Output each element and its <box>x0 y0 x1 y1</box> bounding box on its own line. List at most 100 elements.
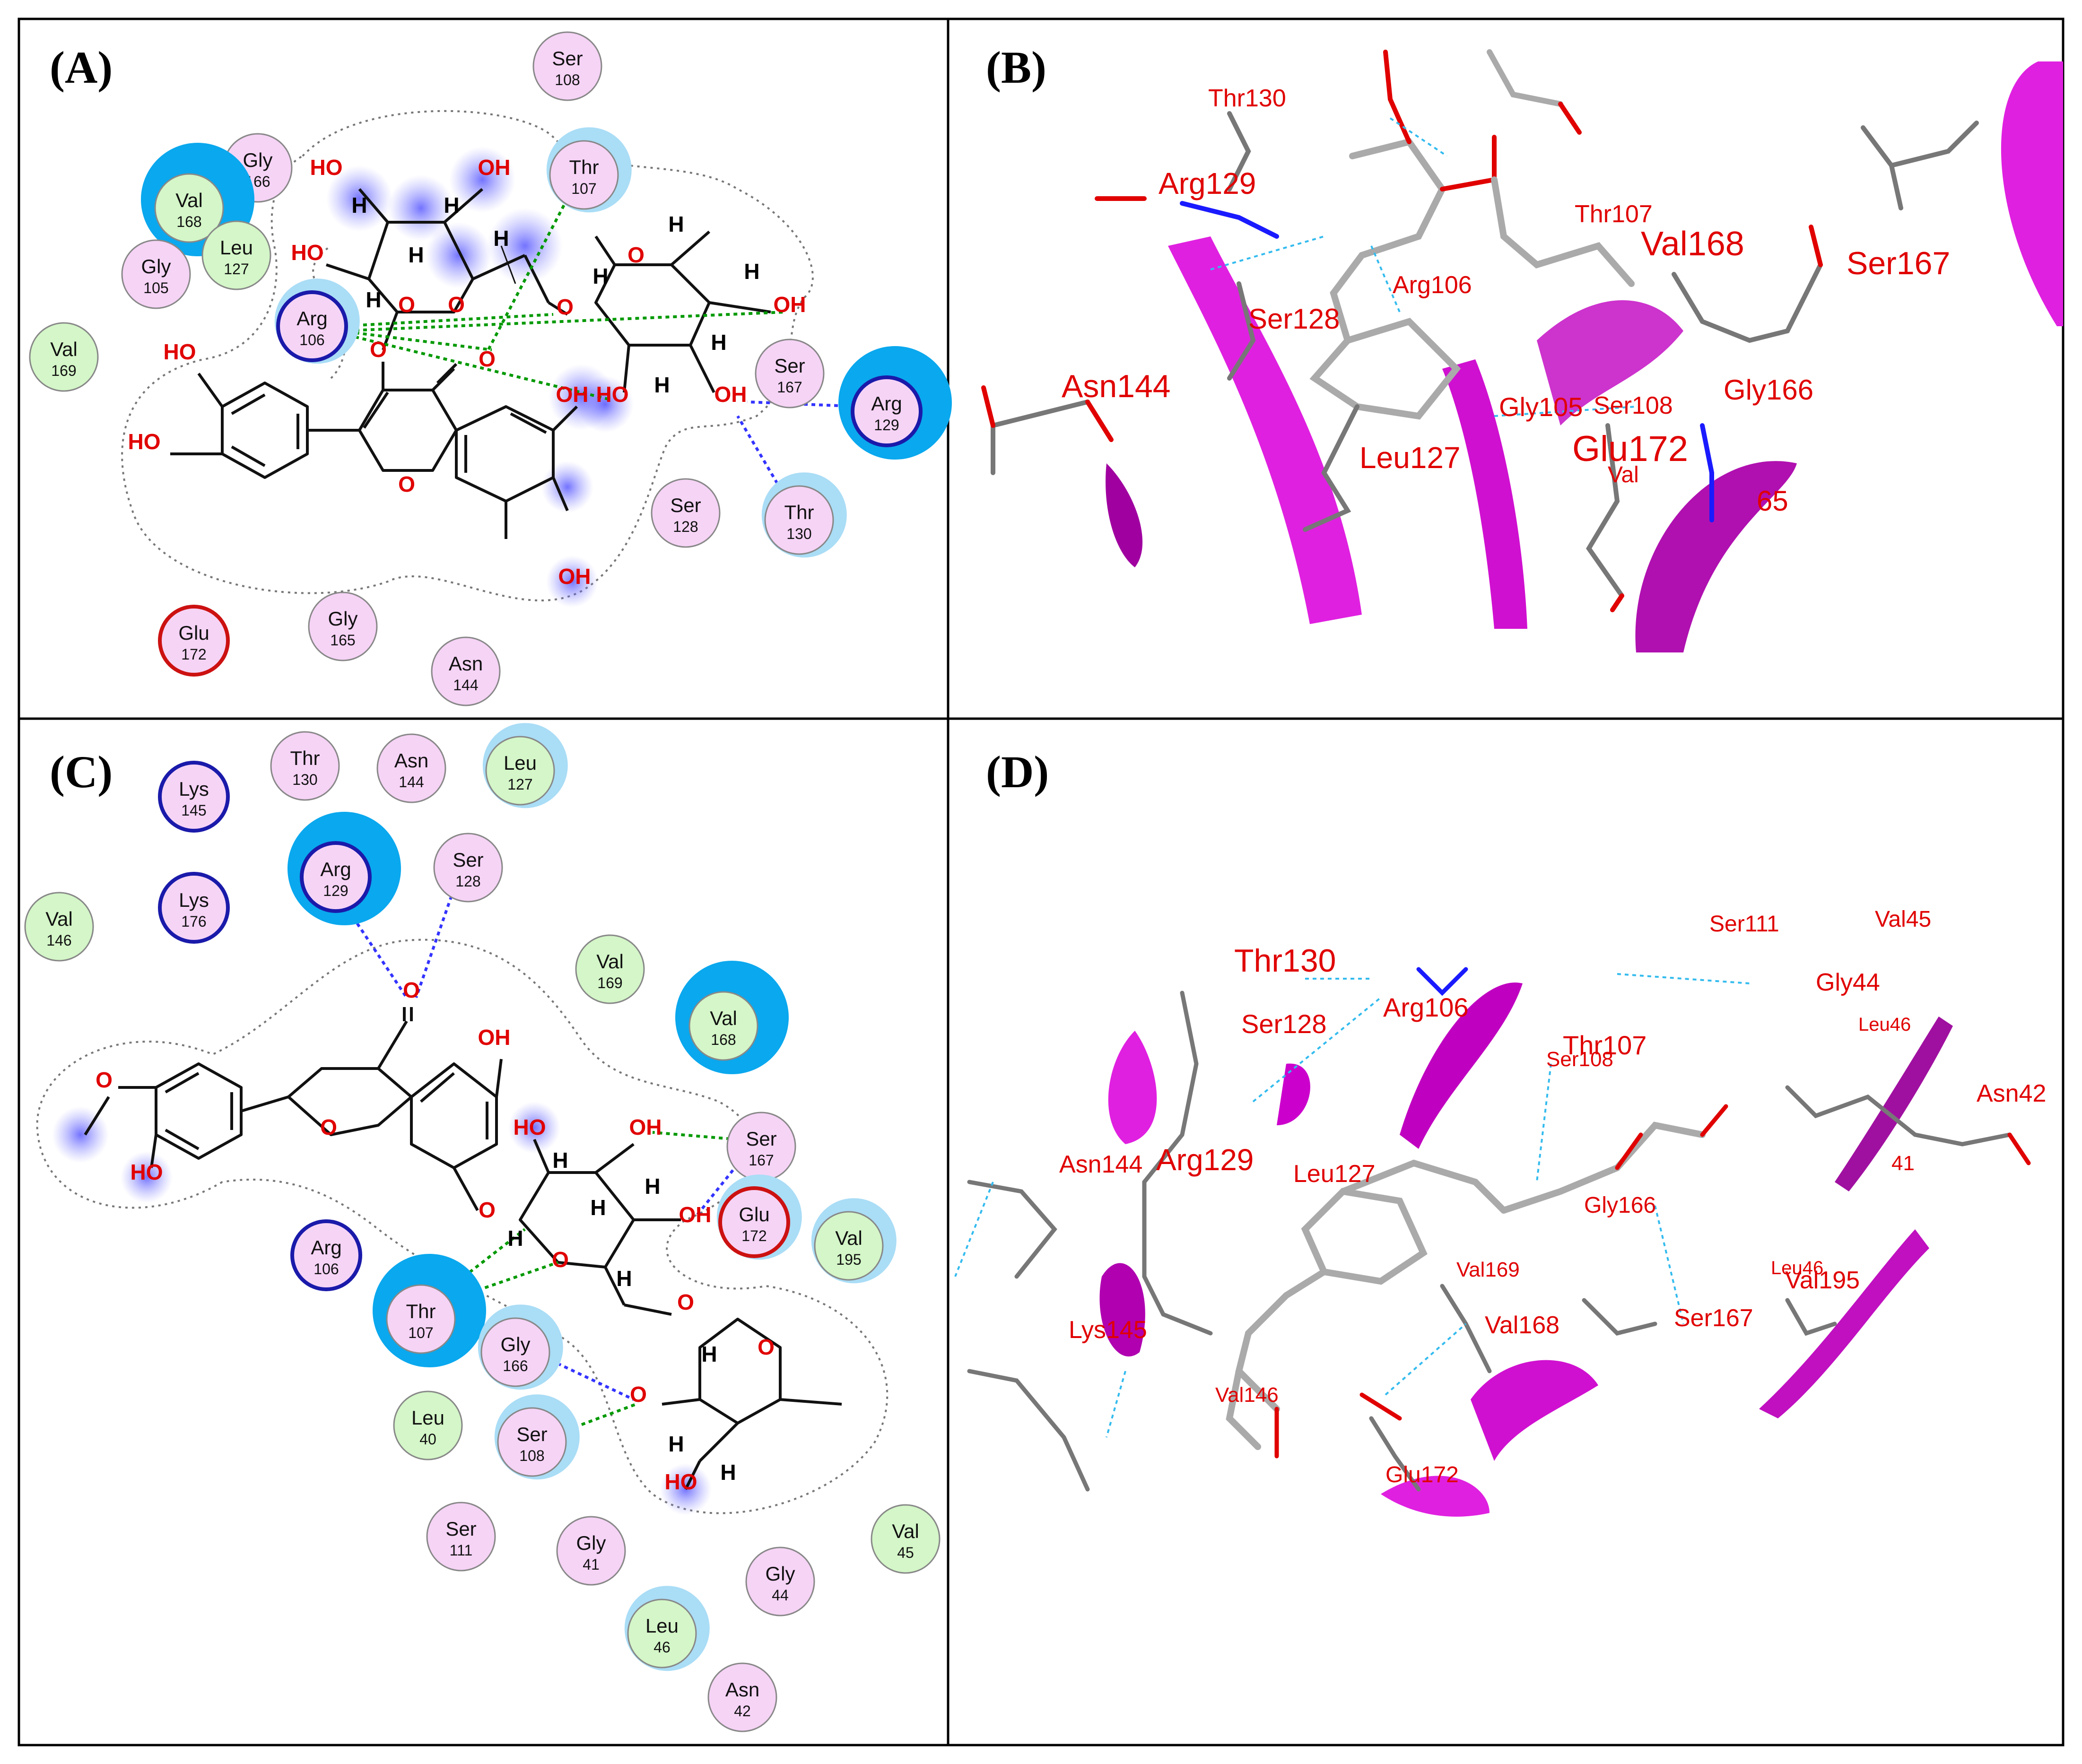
residue-number: 127 <box>224 261 249 278</box>
residue-number: 128 <box>455 873 480 890</box>
residue-number: 167 <box>749 1152 774 1169</box>
residue-number: 105 <box>143 279 168 296</box>
residue-disc <box>158 872 230 944</box>
pocket-outline <box>121 110 814 601</box>
residue-number: 111 <box>450 1542 473 1559</box>
ribbon-helix-d3 <box>1400 982 1523 1149</box>
residue-label-3d: Thr107 <box>1575 200 1653 228</box>
residue-label-3d: Ser167 <box>1674 1304 1753 1332</box>
atom-label: OH <box>629 1115 662 1139</box>
residue-name: Ser <box>552 47 583 70</box>
residue-ser-128: Ser128 <box>651 478 721 548</box>
hydrogen-label: H <box>616 1266 632 1291</box>
residue-ser-108: Ser108 <box>532 31 602 101</box>
hydrogen-label: H <box>668 212 684 236</box>
residue-label-3d: Glu172 <box>1572 429 1688 469</box>
residue-disc <box>814 1211 884 1281</box>
residue-name: Ser <box>670 494 701 516</box>
residue-val-169: Val169 <box>29 322 99 392</box>
hydrogen-label: H <box>711 330 726 355</box>
residue-label-3d: Ser128 <box>1241 1009 1327 1039</box>
residue-label-3d: Val <box>1608 462 1639 487</box>
residue-label-3d: Gly105 <box>1499 392 1583 422</box>
residue-disc <box>549 140 619 210</box>
residue-label-3d: Thr130 <box>1234 943 1336 979</box>
residue-disc <box>431 636 501 706</box>
residue-label-3d: Ser167 <box>1847 245 1950 281</box>
residue-number: 176 <box>181 913 206 930</box>
panel-label-a: (A) <box>50 42 113 93</box>
residue-disc <box>497 1407 567 1477</box>
residue-arg-106: Arg106 <box>290 1219 362 1291</box>
hydrogen-label: H <box>408 243 424 267</box>
residue-name: Ser <box>445 1518 476 1540</box>
residue-gly-105: Gly105 <box>121 239 191 309</box>
residue-disc <box>688 991 758 1061</box>
atom-label: HO <box>128 429 161 454</box>
residue-thr-130: Thr130 <box>270 731 340 801</box>
residue-val-146: Val146 <box>24 892 94 962</box>
residue-number: 129 <box>323 882 348 899</box>
residue-thr-107: Thr107 <box>373 1254 486 1367</box>
residue-arg-129: Arg 129 <box>287 812 401 925</box>
hydrogen-label: H <box>590 1195 606 1220</box>
residue-disc <box>158 761 230 833</box>
residue-disc <box>755 339 825 408</box>
residue-name: Val <box>45 908 73 930</box>
residue-name: Thr <box>290 747 320 769</box>
residue-name: Thr <box>569 156 599 178</box>
panel-label-c: (C) <box>50 747 113 797</box>
residue-label-3d: Lys145 <box>1069 1316 1147 1344</box>
atom-label: OH <box>556 382 589 407</box>
residue-disc <box>707 1662 777 1732</box>
residue-number: 144 <box>399 773 424 791</box>
atom-label: O <box>403 978 420 1002</box>
residue-number: 129 <box>874 417 899 434</box>
residue-number: 45 <box>897 1544 914 1561</box>
atom-label: O <box>758 1335 775 1359</box>
residue-val-168: Val168 <box>675 961 789 1074</box>
residue-asn-42: Asn42 <box>707 1662 777 1732</box>
residue-name: Glu <box>178 622 209 644</box>
residue-disc <box>393 1390 463 1460</box>
atom-label: O <box>479 347 496 371</box>
residue-name: Arg <box>320 858 351 880</box>
residue-label-3d: Asn144 <box>1059 1151 1142 1178</box>
residue-disc <box>480 1317 550 1387</box>
residue-name: Gly <box>141 255 171 278</box>
residue-name: Ser <box>516 1423 547 1445</box>
atom-label: O <box>627 243 645 267</box>
residue-disc <box>651 478 721 548</box>
residue-thr-130: Thr130 <box>761 472 847 558</box>
residue-label-3d: Glu172 <box>1385 1462 1459 1487</box>
panel-grid <box>17 17 2065 1747</box>
residue-name: Leu <box>645 1615 679 1637</box>
ribbon-helix-d2 <box>1277 1063 1310 1125</box>
residue-label-3d: Asn42 <box>1977 1080 2046 1107</box>
residue-disc <box>270 731 340 801</box>
residue-disc <box>764 485 834 555</box>
sticks-b <box>981 49 1979 612</box>
atom-label: HO <box>131 1160 163 1184</box>
residue-disc <box>24 892 94 962</box>
hydrogen-label: H <box>720 1460 736 1485</box>
ribbon-loop <box>1106 463 1143 567</box>
panel-label-d: (D) <box>986 747 1049 797</box>
residue-ser-111: Ser 111 <box>426 1502 496 1572</box>
residue-name: Arg <box>296 307 327 330</box>
residue-disc <box>276 290 348 362</box>
atom-label: O <box>398 472 415 496</box>
atom-label: HO <box>596 382 629 407</box>
residue-disc <box>290 1219 362 1291</box>
residue-label-3d: Val45 <box>1875 907 1931 932</box>
residue-name: Leu <box>411 1407 444 1429</box>
residue-label-3d: Arg106 <box>1393 271 1472 299</box>
residue-number: 108 <box>555 71 580 88</box>
solvent-exposure-glows <box>326 147 634 608</box>
residue-name: Ser <box>453 849 483 871</box>
ribbon-strand <box>1442 359 1527 629</box>
